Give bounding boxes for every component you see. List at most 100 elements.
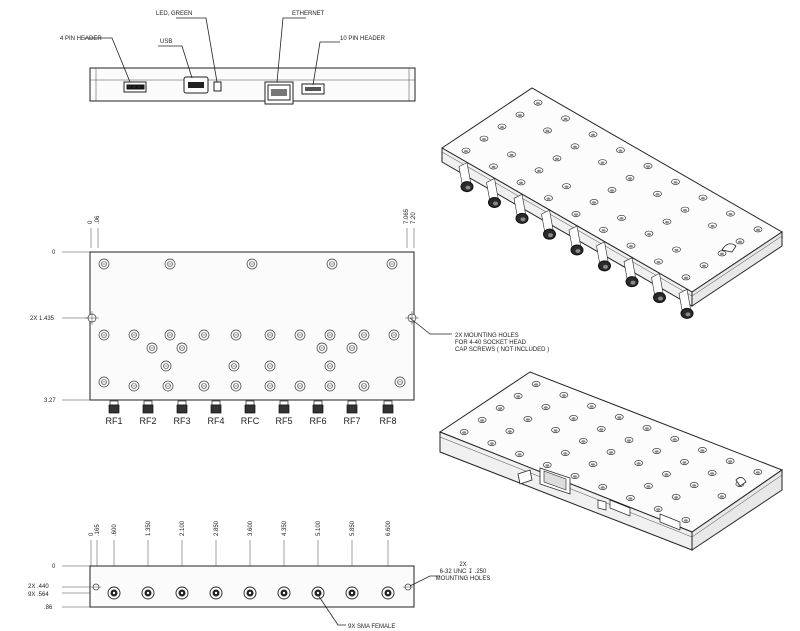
bottom-dim-label: .165	[95, 524, 101, 536]
sma-connector-icon	[141, 586, 155, 600]
bottom-dim-label: 1.350	[146, 520, 152, 536]
four-pin-header	[123, 81, 147, 93]
iso-hole-icon	[578, 438, 588, 444]
iso-hole-icon	[606, 449, 616, 455]
iso-hole-icon	[571, 211, 581, 217]
iso-hole-icon	[626, 242, 636, 249]
dim-front-v-0: 0	[88, 220, 94, 224]
rf-connector	[142, 400, 154, 414]
iso-hole-icon	[589, 199, 599, 205]
iso-hole-icon	[708, 222, 717, 229]
iso-hole-icon	[479, 135, 489, 142]
callout-ten-pin-header: 10 PIN HEADER	[340, 36, 386, 42]
iso-hole-icon	[570, 473, 580, 479]
iso-hole-icon	[461, 147, 471, 154]
bottom-view-body	[89, 565, 415, 608]
iso-hole-icon	[562, 183, 571, 190]
iso-hole-icon	[616, 147, 625, 154]
rf-connector	[176, 400, 188, 414]
ten-pin-header	[301, 83, 325, 95]
screw-icon	[294, 380, 306, 392]
sma-connector-icon	[381, 586, 395, 600]
bottom-dim-label: 5.100	[316, 520, 322, 536]
rf-port-label: RF6	[309, 416, 326, 426]
iso-hole-icon	[515, 451, 524, 457]
screw-icon	[246, 258, 258, 270]
sma-row	[107, 586, 395, 600]
screw-icon	[164, 329, 176, 341]
iso-hole-icon	[477, 417, 487, 423]
iso-hole-icon	[505, 428, 515, 434]
iso-hole-icon	[634, 460, 644, 466]
sma-connector-icon	[243, 586, 257, 600]
sma-connector-icon	[311, 586, 325, 600]
iso-hole-icon	[644, 483, 653, 489]
iso-hole-icon	[699, 262, 709, 269]
bottom-note-line-2: 6-32 UNC ↧ .250	[440, 568, 487, 575]
iso-hole-icon	[753, 226, 763, 233]
iso-hole-icon	[598, 484, 608, 490]
iso-hole-icon	[523, 416, 533, 422]
iso-hole-icon	[596, 426, 606, 432]
bottom-mounting-hole-right	[403, 583, 413, 591]
iso-hole-icon	[652, 448, 662, 454]
iso-hole-icon	[607, 187, 617, 193]
iso-hole-icon	[625, 175, 635, 181]
iso-hole-icon	[726, 210, 735, 217]
iso-hole-icon	[489, 163, 498, 170]
led	[213, 81, 222, 92]
iso-hole-icon	[681, 517, 691, 523]
rf-port-label: RF2	[139, 416, 156, 426]
screw-icon	[176, 342, 188, 354]
iso-hole-icon	[552, 155, 562, 162]
dim-bottom-h-440: 2X .440	[28, 584, 49, 590]
iso-hole-icon	[513, 393, 523, 399]
iso-hole-icon	[698, 447, 707, 453]
iso-hole-icon	[543, 127, 552, 134]
screw-icon	[230, 329, 242, 341]
iso-hole-icon	[644, 230, 654, 237]
bottom-note-line-3: MOUNTING HOLES	[436, 576, 491, 582]
bottom-dim-label: 4.350	[282, 520, 288, 536]
screw-icon	[198, 329, 210, 341]
bottom-dim-label: 3.600	[248, 520, 254, 536]
iso-hole-icon	[588, 461, 598, 467]
rf-port-label: RFC	[241, 416, 260, 426]
iso-hole-icon	[680, 459, 689, 465]
iso-view-bottom	[438, 371, 784, 551]
sma-connector-icon	[107, 586, 121, 600]
bottom-note-line-1: 2X	[459, 562, 466, 568]
callout-ethernet: ETHERNET	[292, 11, 325, 17]
dim-bottom-h-86: .86	[44, 605, 53, 611]
screw-icon	[160, 360, 172, 372]
iso-sma-connector-icon	[651, 273, 666, 304]
iso-hole-icon	[487, 440, 497, 446]
front-screws	[85, 258, 419, 392]
iso-hole-icon	[588, 131, 598, 138]
dim-front-h-0: 0	[52, 250, 56, 256]
bottom-dim-label: 6.600	[386, 520, 392, 536]
screw-icon	[326, 258, 338, 270]
rf-connector	[312, 400, 324, 414]
screw-icon	[264, 329, 276, 341]
iso-hole-icon	[653, 190, 662, 197]
iso-hole-icon	[717, 250, 727, 257]
iso-sma-connector-icon	[458, 162, 474, 193]
dim-front-h-327: 3.27	[44, 398, 56, 404]
dim-bottom-h-0: 0	[52, 564, 56, 570]
iso1-holes	[461, 99, 763, 281]
screw-icon	[162, 380, 174, 392]
dim-front-v-06: .06	[95, 215, 101, 224]
iso1-sma	[458, 162, 694, 319]
iso-hole-icon	[725, 458, 735, 464]
iso-hole-icon	[515, 111, 525, 118]
iso-hole-icon	[541, 404, 551, 410]
bottom-dim-label: .600	[112, 524, 118, 536]
dim-front-v-720: 7.20	[411, 212, 417, 224]
screw-icon	[146, 342, 158, 354]
rf-connector	[210, 400, 222, 414]
iso-hole-icon	[495, 405, 505, 411]
